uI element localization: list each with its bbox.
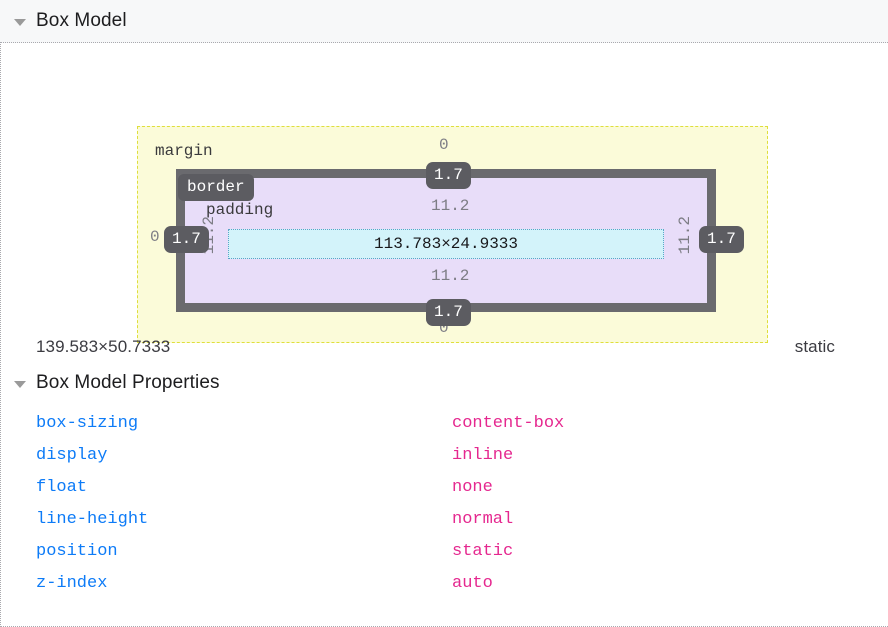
padding-right-value[interactable]: 11.2 [676,216,694,255]
border-top-value[interactable]: 1.7 [426,162,471,189]
property-value[interactable]: none [452,477,493,497]
property-name: display [36,445,108,465]
margin-left-value[interactable]: 0 [150,228,160,246]
property-name: z-index [36,573,108,593]
table-row[interactable]: float none [0,471,888,503]
property-name: line-height [36,509,149,529]
box-model-properties-list: box-sizing content-box display inline fl… [0,400,888,599]
padding-top-value[interactable]: 11.2 [431,197,470,215]
margin-region[interactable]: margin 0 0 0 0 border padding 11.2 11.2 … [137,126,768,343]
property-value[interactable]: content-box [452,413,565,433]
padding-bottom-value[interactable]: 11.2 [431,267,470,285]
property-value[interactable]: auto [452,573,493,593]
table-row[interactable]: line-height normal [0,503,888,535]
margin-top-value[interactable]: 0 [439,136,449,154]
triangle-down-icon[interactable] [14,18,26,26]
border-bottom-value[interactable]: 1.7 [426,299,471,326]
table-row[interactable]: position static [0,535,888,567]
table-row[interactable]: z-index auto [0,567,888,599]
table-row[interactable]: display inline [0,439,888,471]
box-model-properties-header[interactable]: Box Model Properties [0,366,888,400]
property-value[interactable]: normal [452,509,514,529]
table-row[interactable]: box-sizing content-box [0,407,888,439]
margin-region-label: margin [155,142,213,160]
box-model-summary: 139.583×50.7333 static [0,328,888,366]
border-left-value[interactable]: 1.7 [164,226,209,253]
box-model-section-header[interactable]: Box Model [0,0,888,43]
margin-bottom-value[interactable]: 0 [439,319,449,337]
border-region-label: border [178,174,254,201]
box-model-diagram: margin 0 0 0 0 border padding 11.2 11.2 … [0,43,888,343]
total-size-value: 139.583×50.7333 [36,337,171,356]
property-name: position [36,541,118,561]
property-name: box-sizing [36,413,139,433]
property-name: float [36,477,88,497]
content-region[interactable]: 113.783×24.9333 [228,229,664,259]
property-value[interactable]: static [452,541,514,561]
padding-region-label: padding [206,201,274,219]
properties-section-title: Box Model Properties [36,372,220,393]
page-title: Box Model [36,10,127,31]
panel-left-divider [0,44,1,627]
triangle-down-icon[interactable] [14,380,26,388]
border-right-value[interactable]: 1.7 [699,226,744,253]
property-value[interactable]: inline [452,445,514,465]
position-summary-value: static [794,337,835,356]
